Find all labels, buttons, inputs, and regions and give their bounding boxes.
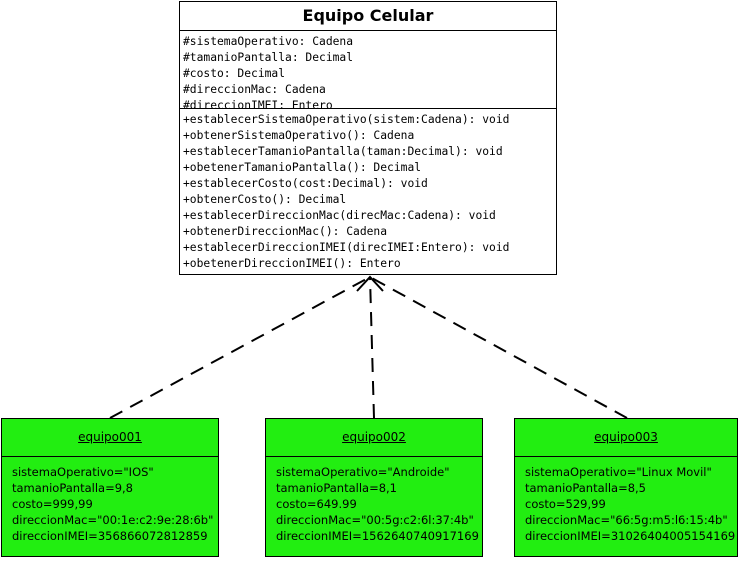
operation-row: +obtenerSistemaOperativo(): Cadena <box>183 129 415 142</box>
object-value-row: sistemaOperativo="Androide" <box>276 465 450 479</box>
attribute-row: #tamanioPantalla: Decimal <box>183 51 354 64</box>
operation-row: +establecerDireccionMac(direcMac:Cadena)… <box>183 209 496 222</box>
object-value-row: tamanioPantalla=8,1 <box>276 481 397 495</box>
object-value-row: direccionIMEI=356866072812859 <box>12 529 208 543</box>
class-attributes: #sistemaOperativo: Cadena #tamanioPantal… <box>180 31 556 112</box>
object-value-row: direccionIMEI=31026404005154169 <box>525 529 736 543</box>
operation-row: +obetenerTamanioPantalla(): Decimal <box>183 161 422 174</box>
class-equipo-celular: Equipo Celular #sistemaOperativo: Cadena… <box>179 1 557 275</box>
object-value-row: costo=649.99 <box>276 497 357 511</box>
object-value-row: direccionMac="00:5g:c2:6l:37:4b" <box>276 513 474 527</box>
operation-row: +establecerSistemaOperativo(sistem:Caden… <box>183 113 510 126</box>
object-values: sistemaOperativo="Linux Movil" tamanioPa… <box>515 457 737 544</box>
operation-row: +establecerTamanioPantalla(taman:Decimal… <box>183 145 503 158</box>
object-equipo002: equipo002 sistemaOperativo="Androide" ta… <box>265 418 483 557</box>
object-name: equipo003 <box>515 419 737 457</box>
attribute-row: #direccionIMEI: Entero <box>183 99 333 112</box>
object-value-row: tamanioPantalla=8,5 <box>525 481 646 495</box>
object-value-row: costo=999,99 <box>12 497 93 511</box>
object-name: equipo002 <box>266 419 482 457</box>
operation-row: +establecerDireccionIMEI(direcIMEI:Enter… <box>183 241 510 254</box>
object-value-row: sistemaOperativo="Linux Movil" <box>525 465 712 479</box>
object-values: sistemaOperativo="IOS" tamanioPantalla=9… <box>2 457 218 544</box>
object-value-row: tamanioPantalla=9,8 <box>12 481 133 495</box>
object-value-row: direccionMac="00:1e:c2:9e:28:6b" <box>12 513 214 527</box>
attribute-row: #direccionMac: Cadena <box>183 83 326 96</box>
operation-row: +obetenerDireccionIMEI(): Entero <box>183 257 401 270</box>
object-equipo001: equipo001 sistemaOperativo="IOS" tamanio… <box>1 418 219 557</box>
object-equipo003: equipo003 sistemaOperativo="Linux Movil"… <box>514 418 738 557</box>
attribute-row: #costo: Decimal <box>183 67 286 80</box>
attribute-row: #sistemaOperativo: Cadena <box>183 35 354 48</box>
object-values: sistemaOperativo="Androide" tamanioPanta… <box>266 457 482 544</box>
class-name: Equipo Celular <box>180 2 556 31</box>
dependency-line-equipo003 <box>369 276 628 419</box>
object-value-row: sistemaOperativo="IOS" <box>12 465 154 479</box>
object-name: equipo001 <box>2 419 218 457</box>
object-value-row: direccionIMEI=1562640740917169 <box>276 529 479 543</box>
operation-row: +obtenerDireccionMac(): Cadena <box>183 225 388 238</box>
operation-row: +obtenerCosto(): Decimal <box>183 193 347 206</box>
dependency-line-equipo001 <box>109 276 371 419</box>
dependency-line-equipo002 <box>369 276 375 419</box>
operation-row: +establecerCosto(cost:Decimal): void <box>183 177 428 190</box>
arrowhead-icon <box>356 275 384 292</box>
class-operations: +establecerSistemaOperativo(sistem:Caden… <box>180 109 556 272</box>
object-value-row: direccionMac="66:5g:m5:l6:15:4b" <box>525 513 728 527</box>
object-value-row: costo=529,99 <box>525 497 606 511</box>
